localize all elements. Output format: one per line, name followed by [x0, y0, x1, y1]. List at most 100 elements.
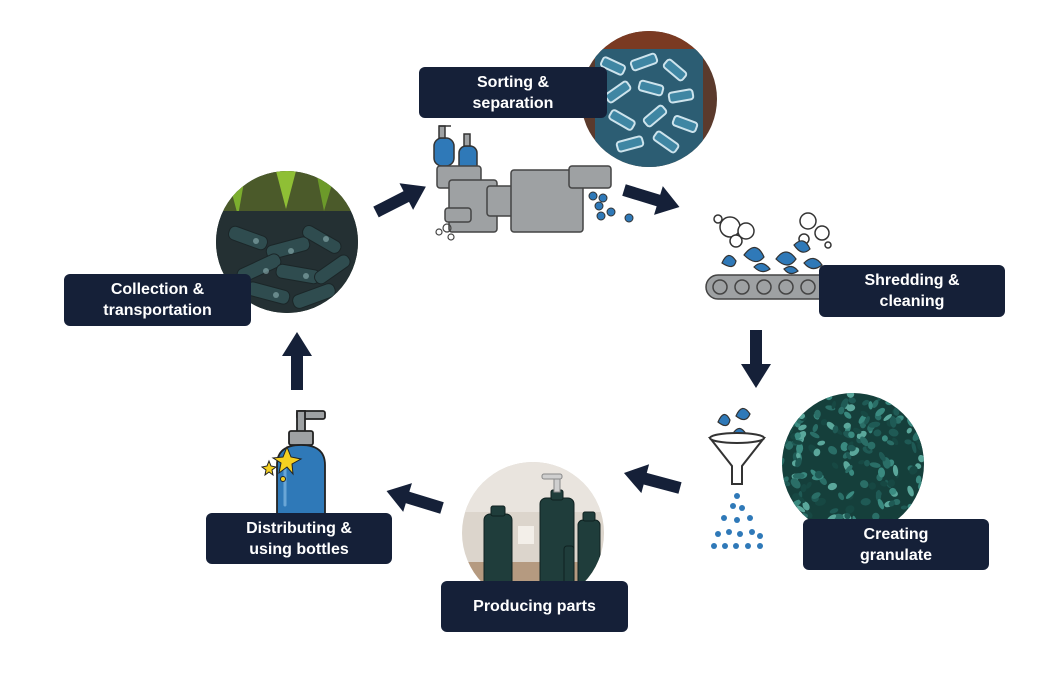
step-label-sorting: Sorting & separation: [419, 67, 607, 118]
granule: [828, 446, 838, 455]
shredding-icon: [700, 205, 840, 305]
granule: [862, 399, 870, 406]
granule: [792, 440, 803, 445]
granule: [846, 393, 855, 398]
granule: [792, 493, 800, 501]
label-line: granulate: [859, 546, 932, 564]
granule: [888, 500, 895, 507]
step-label-distributing: Distributing & using bottles: [206, 513, 392, 564]
granule: [911, 441, 917, 454]
granule: [846, 404, 856, 412]
granule: [867, 441, 876, 450]
granule: [889, 487, 897, 495]
granule: [868, 482, 876, 490]
granule: [798, 424, 807, 431]
granule: [860, 410, 869, 418]
granule: [868, 421, 881, 428]
granule: [829, 508, 839, 514]
granule: [794, 432, 802, 439]
collection-photo: [216, 171, 358, 313]
granule: [906, 427, 912, 434]
granule: [831, 400, 837, 410]
arrow-collection-to-sorting: [373, 183, 426, 218]
step-label-producing: Producing parts: [441, 581, 628, 632]
step-label-collection: Collection & transportation: [64, 274, 251, 326]
granule: [907, 485, 914, 497]
granule: [845, 505, 855, 514]
granule: [783, 476, 789, 483]
granule: [877, 467, 886, 478]
granule: [847, 444, 856, 452]
granule: [900, 505, 908, 510]
granule: [887, 479, 896, 487]
pump-bottle-icon: [255, 405, 340, 520]
granule: [844, 411, 852, 419]
granule: [820, 419, 828, 426]
step-label-shredding: Shredding & cleaning: [819, 265, 1005, 317]
granule: [798, 413, 806, 420]
granule: [783, 481, 791, 487]
granule: [869, 462, 881, 468]
granule: [889, 416, 897, 428]
granule: [792, 473, 805, 479]
granule: [858, 460, 866, 465]
granule: [843, 422, 851, 429]
granule: [848, 397, 856, 404]
granule: [806, 481, 812, 489]
granule: [795, 457, 802, 468]
granule: [886, 440, 895, 446]
granule: [814, 470, 823, 479]
granule: [812, 424, 819, 432]
label-line: Producing parts: [473, 598, 596, 615]
granule: [864, 416, 870, 425]
granule: [782, 458, 785, 467]
granule: [860, 436, 869, 447]
granule: [844, 512, 851, 520]
label-line: transportation: [103, 302, 212, 319]
arrow-granulate-to-producing: [623, 464, 682, 494]
arrow-distributing-to-collection: [282, 332, 312, 390]
granule: [888, 428, 899, 437]
label-line: Shredding &: [864, 272, 960, 289]
granule: [813, 448, 821, 457]
granule: [838, 492, 845, 501]
granule: [883, 414, 892, 421]
granule: [881, 435, 888, 442]
granule: [792, 452, 798, 461]
granule: [796, 505, 806, 513]
funnel-icon: [700, 400, 775, 555]
label-line: Sorting &: [477, 73, 549, 91]
granule: [852, 427, 862, 434]
granule: [893, 407, 900, 416]
granule: [802, 501, 810, 511]
granule: [827, 482, 838, 491]
granule: [800, 484, 807, 493]
granule: [875, 407, 886, 417]
granule: [868, 401, 873, 410]
granule: [809, 431, 820, 439]
granule: [878, 451, 886, 462]
granule: [909, 465, 918, 475]
granule: [796, 452, 801, 459]
label-line: separation: [472, 94, 554, 112]
step-label-granulate: Creating granulate: [803, 519, 989, 570]
arrow-shredding-to-granulate: [741, 330, 771, 388]
granule: [831, 462, 839, 469]
granule: [918, 454, 924, 463]
granule: [848, 431, 855, 438]
arrow-producing-to-distributing: [386, 483, 444, 514]
label-line: cleaning: [879, 293, 945, 310]
granule: [872, 399, 879, 408]
label-line: Distributing &: [246, 519, 352, 537]
granule: [860, 498, 871, 506]
granule: [860, 480, 869, 489]
granule: [790, 478, 801, 489]
granule: [872, 512, 880, 521]
granule: [892, 464, 899, 477]
label-line: using bottles: [249, 540, 349, 558]
granule: [796, 442, 804, 454]
granule: [814, 409, 821, 419]
label-line: Collection &: [110, 281, 205, 298]
